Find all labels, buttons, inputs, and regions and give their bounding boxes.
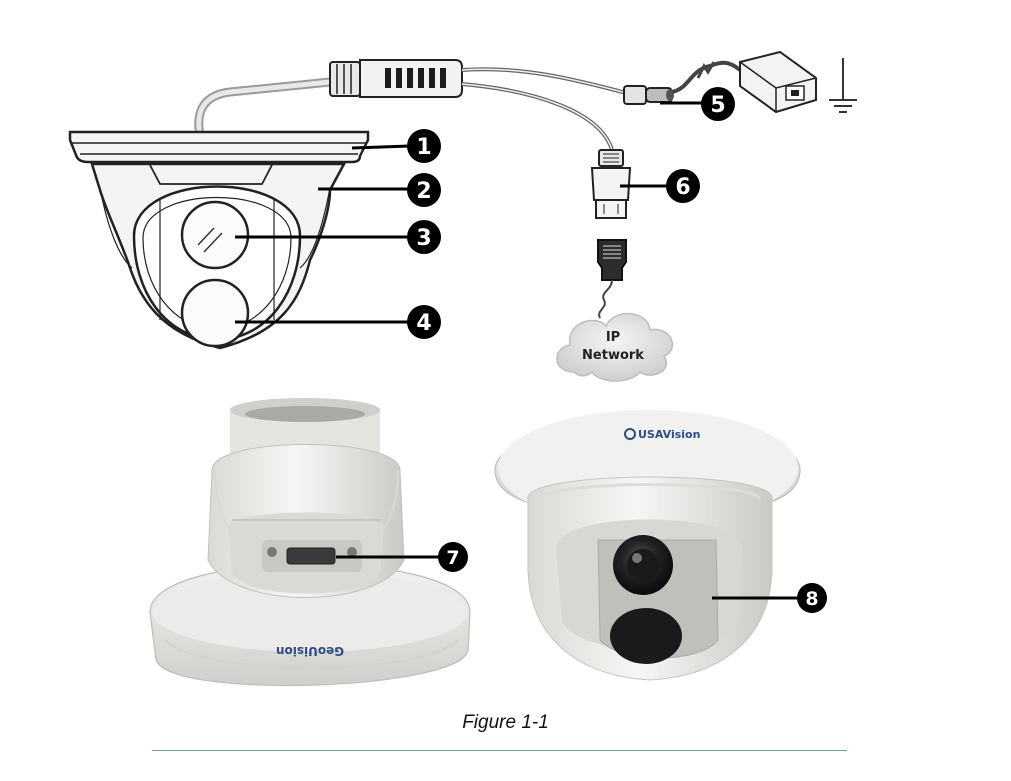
svg-text:GeoUision: GeoUision xyxy=(276,644,344,658)
footer-divider xyxy=(152,750,847,751)
svg-text:USAVision: USAVision xyxy=(638,428,700,441)
callout-4: 4 xyxy=(407,305,441,339)
figure-caption: Figure 1-1 xyxy=(462,712,549,733)
callouts: 1 2 3 4 5 6 7 8 xyxy=(407,87,827,613)
svg-text:8: 8 xyxy=(805,588,818,610)
power-connector xyxy=(623,85,674,105)
callout-2: 2 xyxy=(407,173,441,207)
camera-rear-photo: GeoUision xyxy=(149,398,471,687)
svg-text:1: 1 xyxy=(416,135,431,160)
ir-led xyxy=(180,278,250,348)
ir-window-photo xyxy=(610,608,682,664)
power-adapter xyxy=(739,50,817,114)
network-label-line2: Network xyxy=(582,348,644,363)
mounting-base xyxy=(68,130,370,164)
svg-text:5: 5 xyxy=(710,93,725,118)
svg-text:2: 2 xyxy=(416,179,431,204)
callout-3: 3 xyxy=(407,220,441,254)
camera-front-photo: USAVision xyxy=(494,410,801,681)
network-label-line1: IP xyxy=(606,330,620,345)
ip-network-cloud: IP Network xyxy=(556,312,674,382)
svg-text:6: 6 xyxy=(675,175,690,200)
sd-card-slot xyxy=(286,547,336,565)
ground-icon xyxy=(829,58,857,113)
callout-1: 1 xyxy=(407,129,441,163)
callout-6: 6 xyxy=(666,169,700,203)
svg-text:4: 4 xyxy=(416,311,431,336)
svg-text:3: 3 xyxy=(416,226,431,251)
lens-module xyxy=(132,185,302,348)
ethernet-plug xyxy=(597,239,627,281)
cable-splitter xyxy=(329,59,463,98)
callout-5: 5 xyxy=(701,87,735,121)
camera-lens xyxy=(180,200,250,270)
line-drawing-camera: IP Network xyxy=(68,50,857,382)
svg-text:7: 7 xyxy=(446,547,459,569)
callout-7: 7 xyxy=(438,542,468,572)
front-brand-logo: USAVision xyxy=(624,428,700,441)
callout-8: 8 xyxy=(797,583,827,613)
rear-brand-logo: GeoUision xyxy=(276,644,344,658)
network-connector xyxy=(590,149,632,219)
